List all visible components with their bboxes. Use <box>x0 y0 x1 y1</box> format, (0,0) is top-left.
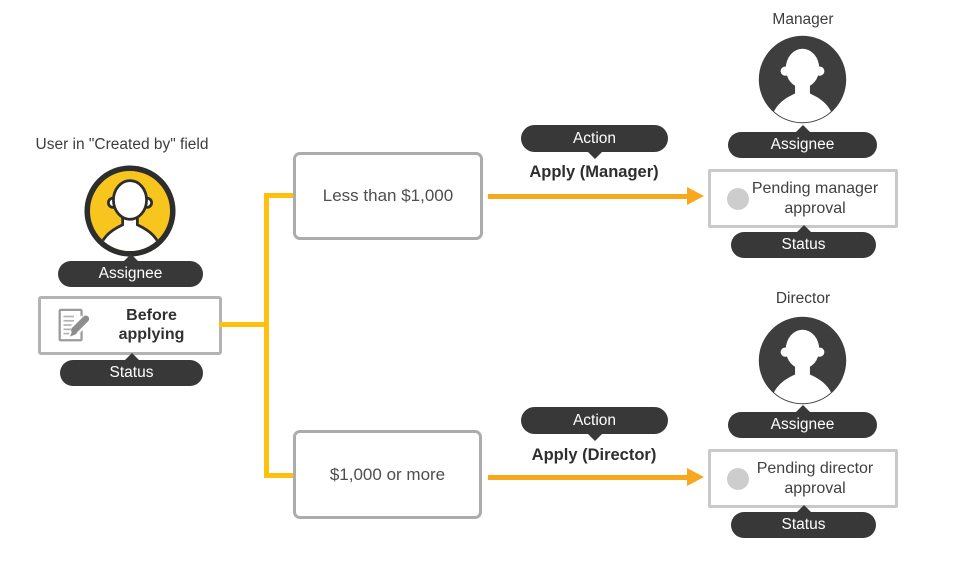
director-label: Director <box>775 290 831 307</box>
connector-line <box>219 322 267 327</box>
status-dot-icon <box>727 467 749 490</box>
director-avatar-icon <box>758 316 847 405</box>
manager-label: Manager <box>772 11 834 28</box>
condition-label: Less than $1,000 <box>322 186 454 205</box>
condition-box-1000-or-more: $1,000 or more <box>293 430 482 519</box>
pending-manager-approval-box: Pending manager approval <box>708 169 898 228</box>
action-badge-manager: Action <box>521 125 668 159</box>
flow-arrow-head <box>687 187 704 205</box>
connector-line <box>264 473 296 478</box>
pending-status-label: Pending director approval <box>756 460 874 497</box>
status-dot-icon <box>727 187 749 210</box>
flow-arrow-shaft <box>488 194 689 199</box>
connector-line <box>264 193 296 198</box>
action-badge-label: Action <box>572 411 617 429</box>
status-badge-label: Status <box>109 364 154 382</box>
badge-pointer-up <box>123 353 140 361</box>
apply-director-label: Apply (Director) <box>531 446 657 464</box>
badge-pointer-up <box>795 505 812 513</box>
before-applying-status-box: Before applying <box>38 296 222 355</box>
flow-arrow-head <box>687 468 704 486</box>
manager-avatar-icon <box>758 35 847 124</box>
badge-pointer-down <box>586 151 603 159</box>
created-by-caption: User in "Created by" field <box>35 136 209 153</box>
badge-pointer-up <box>794 125 811 133</box>
director-status-badge: Status <box>731 505 876 538</box>
requester-status-badge: Status <box>60 353 203 386</box>
badge-pointer-up <box>122 254 139 262</box>
assignee-badge-label: Assignee <box>770 136 835 154</box>
condition-label: $1,000 or more <box>329 464 446 484</box>
action-badge-director: Action <box>521 407 668 441</box>
badge-pointer-down <box>586 433 603 441</box>
assignee-badge-label: Assignee <box>98 265 163 283</box>
assignee-badge-label: Assignee <box>770 416 835 434</box>
apply-manager-label: Apply (Manager) <box>529 163 659 181</box>
manager-assignee-badge: Assignee <box>728 125 877 158</box>
action-badge-label: Action <box>572 129 617 147</box>
document-edit-icon <box>58 308 90 341</box>
flow-arrow-shaft <box>488 475 689 480</box>
badge-pointer-up <box>795 225 812 233</box>
badge-pointer-up <box>794 405 811 413</box>
pending-director-approval-box: Pending director approval <box>708 449 898 508</box>
connector-branch-line <box>264 193 269 478</box>
pending-status-label: Pending manager approval <box>751 180 879 217</box>
requester-assignee-badge: Assignee <box>58 254 203 287</box>
condition-box-less-than-1000: Less than $1,000 <box>293 152 483 240</box>
before-applying-label: Before applying <box>118 306 185 343</box>
manager-status-badge: Status <box>731 225 876 258</box>
status-badge-label: Status <box>781 516 826 534</box>
requester-avatar-icon <box>84 165 176 257</box>
status-badge-label: Status <box>781 236 826 254</box>
director-assignee-badge: Assignee <box>728 405 877 438</box>
